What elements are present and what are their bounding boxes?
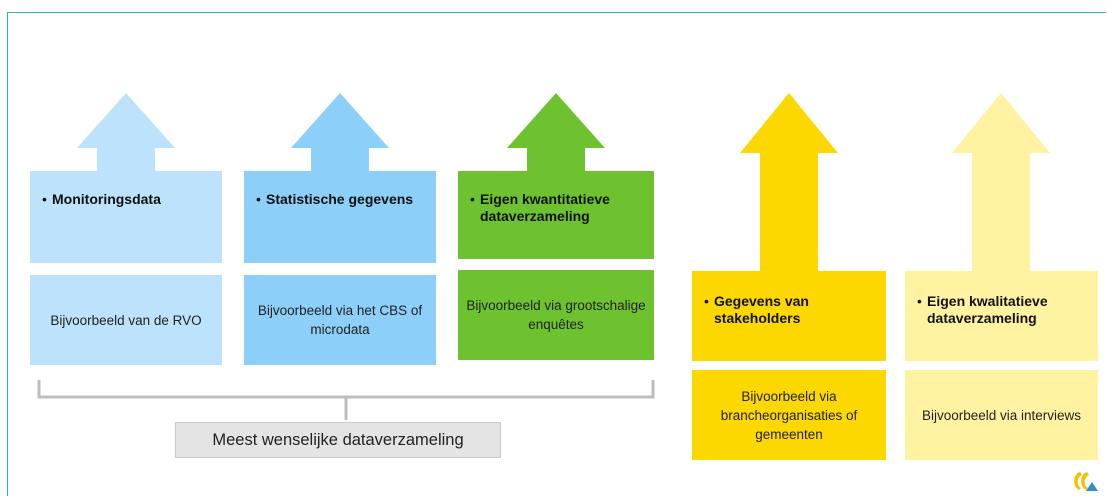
arrow-title-text: Eigen kwalitatieve dataverzameling xyxy=(927,293,1048,326)
group-label: Meest wenselijke dataverzameling xyxy=(175,422,501,458)
detail-text: Bijvoorbeeld van de RVO xyxy=(50,312,202,328)
arrow-kwantitatieve-dataverzameling: • Eigen kwantitatieve dataverzameling xyxy=(458,93,654,259)
detail-text: Bijvoorbeeld via brancheorganisaties of … xyxy=(720,388,858,442)
arrow-title: • Eigen kwantitatieve dataverzameling xyxy=(470,191,610,224)
arrow-statistische-gegevens: • Statistische gegevens xyxy=(244,93,436,263)
slide-frame xyxy=(7,12,1106,496)
arrow-title-text: Statistische gegevens xyxy=(266,191,414,207)
arrow-shape xyxy=(458,93,654,259)
detail-text: Bijvoorbeeld via interviews xyxy=(921,407,1082,423)
detail-box-kwantitatieve-dataverzameling: Bijvoorbeeld via grootschalige enquêtes xyxy=(458,270,654,360)
arrow-title: • Monitoringsdata xyxy=(42,191,161,207)
arrow-title: • Eigen kwalitatieve dataverzameling xyxy=(917,293,1048,326)
arrow-monitoringsdata: • Monitoringsdata xyxy=(30,93,222,263)
detail-box-kwalitatieve-dataverzameling: Bijvoorbeeld via interviews xyxy=(905,370,1098,460)
detail-box-monitoringsdata: Bijvoorbeeld van de RVO xyxy=(30,275,222,365)
detail-text: Bijvoorbeeld via grootschalige enquêtes xyxy=(466,298,646,332)
arrow-kwalitatieve-dataverzameling: • Eigen kwalitatieve dataverzameling xyxy=(905,93,1098,361)
arrow-shape xyxy=(905,93,1098,361)
arrow-title: • Gegevens van stakeholders xyxy=(704,293,809,326)
detail-text: Bijvoorbeeld via het CBS of microdata xyxy=(257,303,423,337)
group-bracket xyxy=(37,380,655,420)
arrow-title-text: Monitoringsdata xyxy=(52,191,161,207)
arrow-shape xyxy=(244,93,436,263)
arrow-shape xyxy=(692,93,886,361)
arrow-shape xyxy=(30,93,222,263)
bracket-line xyxy=(37,380,655,420)
arrow-gegevens-stakeholders: • Gegevens van stakeholders xyxy=(692,93,886,361)
detail-box-gegevens-stakeholders: Bijvoorbeeld via brancheorganisaties of … xyxy=(692,370,886,460)
arrow-title-text: Gegevens van stakeholders xyxy=(714,293,809,326)
arrow-title: • Statistische gegevens xyxy=(256,191,414,207)
arrow-title-text: Eigen kwantitatieve dataverzameling xyxy=(480,191,610,224)
organization-logo-icon xyxy=(1070,470,1100,492)
detail-box-statistische-gegevens: Bijvoorbeeld via het CBS of microdata xyxy=(244,275,436,365)
group-label-text: Meest wenselijke dataverzameling xyxy=(212,430,464,449)
